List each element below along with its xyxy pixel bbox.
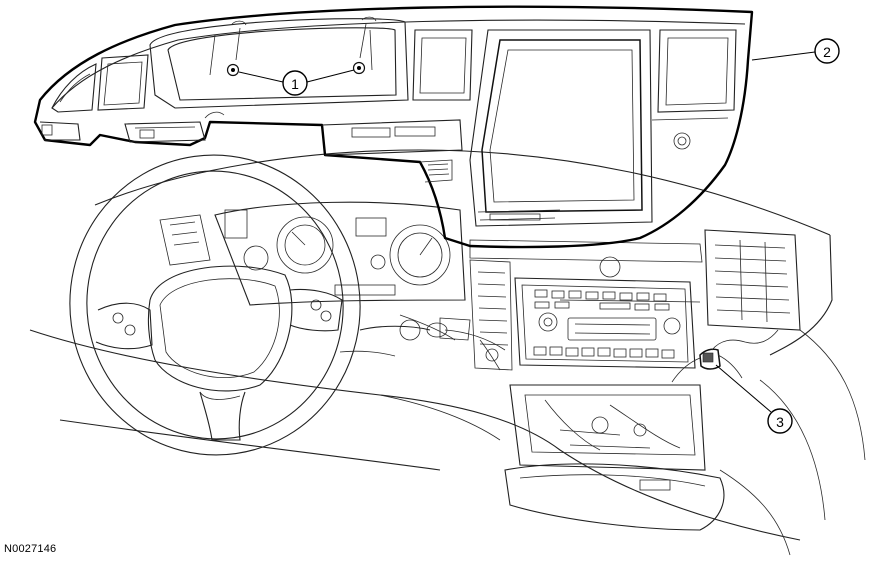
callout-3: 3 — [715, 364, 793, 434]
callout-3-label: 3 — [776, 414, 784, 430]
radio-buttons — [533, 289, 675, 359]
electrical-connector — [671, 329, 779, 383]
callout-1-label: 1 — [291, 76, 299, 92]
figure-id-label: N0027146 — [4, 543, 57, 555]
callout-2: 2 — [751, 38, 840, 64]
fastener-left — [226, 27, 241, 77]
steering-wheel — [69, 154, 506, 456]
callout-1: 1 — [238, 69, 355, 96]
fastener-right — [352, 23, 367, 75]
instrument-cluster — [214, 201, 501, 371]
callout-2-label: 2 — [823, 44, 831, 60]
instrument-panel-upper-trim — [33, 5, 754, 249]
radio-unit — [469, 259, 696, 371]
instrument-panel — [29, 149, 866, 556]
